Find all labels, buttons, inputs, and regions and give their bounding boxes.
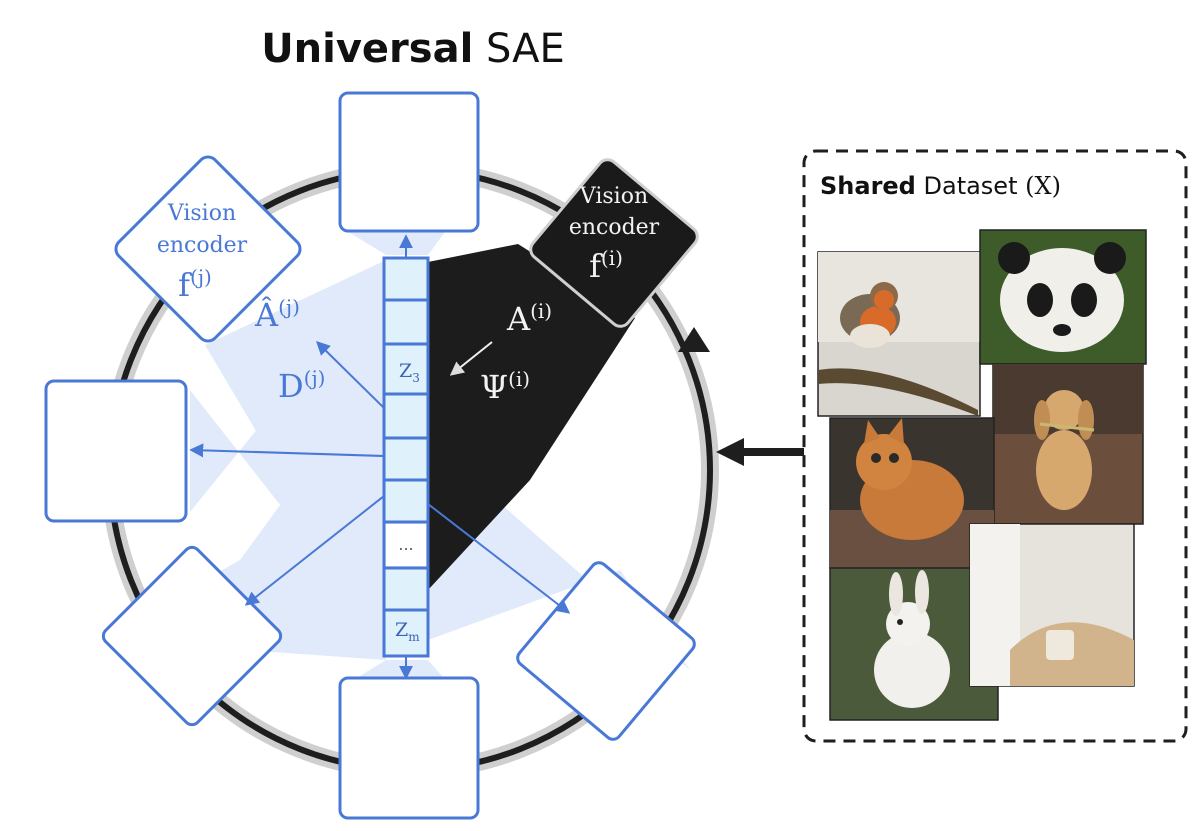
puppy-photo	[992, 363, 1144, 525]
psi-i-label: Ψ(i)	[480, 367, 530, 406]
latent-z3: Z3	[399, 360, 420, 385]
robin-photo	[817, 251, 981, 417]
encoder-j-line1: Vision	[167, 201, 236, 226]
encoder-i-line1: Vision	[579, 184, 648, 209]
shared-dataset-title: Shared Dataset (X)	[820, 172, 1061, 200]
encoder-i-wedge	[428, 244, 635, 590]
cat-photo	[829, 417, 995, 569]
encoder-box-left	[44, 379, 188, 523]
ring-direction-arrow	[678, 327, 710, 352]
activations-j-hat-label: Â(j)	[254, 295, 300, 334]
decoder-arrows	[189, 234, 571, 680]
latent-ellipsis-cell	[386, 524, 426, 566]
panda-photo	[979, 229, 1147, 365]
activations-i-label: A(i)	[506, 299, 552, 338]
fan-lower-left-box	[100, 360, 386, 660]
decode-arrow-left	[189, 443, 385, 458]
page-title: Universal SAE	[261, 26, 565, 72]
encode-arrow	[449, 341, 493, 376]
blanket-mug-photo	[969, 523, 1135, 687]
encoder-j-label: f(j)	[178, 265, 212, 304]
encoder-i-box: Vision encoder f(i)	[529, 158, 699, 328]
latent-zm: Zm	[395, 619, 420, 644]
decode-arrow-lower-left	[244, 495, 385, 606]
decode-arrow-encoder-j	[316, 341, 385, 409]
encoder-box-top	[338, 91, 480, 233]
decode-arrow-lower-right	[427, 503, 571, 614]
latent-ellipsis: ...	[398, 535, 413, 554]
encoder-i-line2: encoder	[569, 215, 660, 240]
decoder-j-label: D(j)	[278, 366, 325, 405]
encoder-box-lower-left	[101, 545, 283, 727]
latent-vector: Z3 ... Zm	[382, 256, 430, 658]
encoder-i-label: f(i)	[589, 246, 623, 285]
dataset-input-arrow	[716, 438, 804, 466]
encoder-j-box: Vision encoder f(j)	[114, 155, 302, 343]
encoder-j-line2: encoder	[157, 233, 248, 258]
fan-top-box	[342, 228, 448, 255]
encoder-box-bottom	[338, 676, 480, 820]
